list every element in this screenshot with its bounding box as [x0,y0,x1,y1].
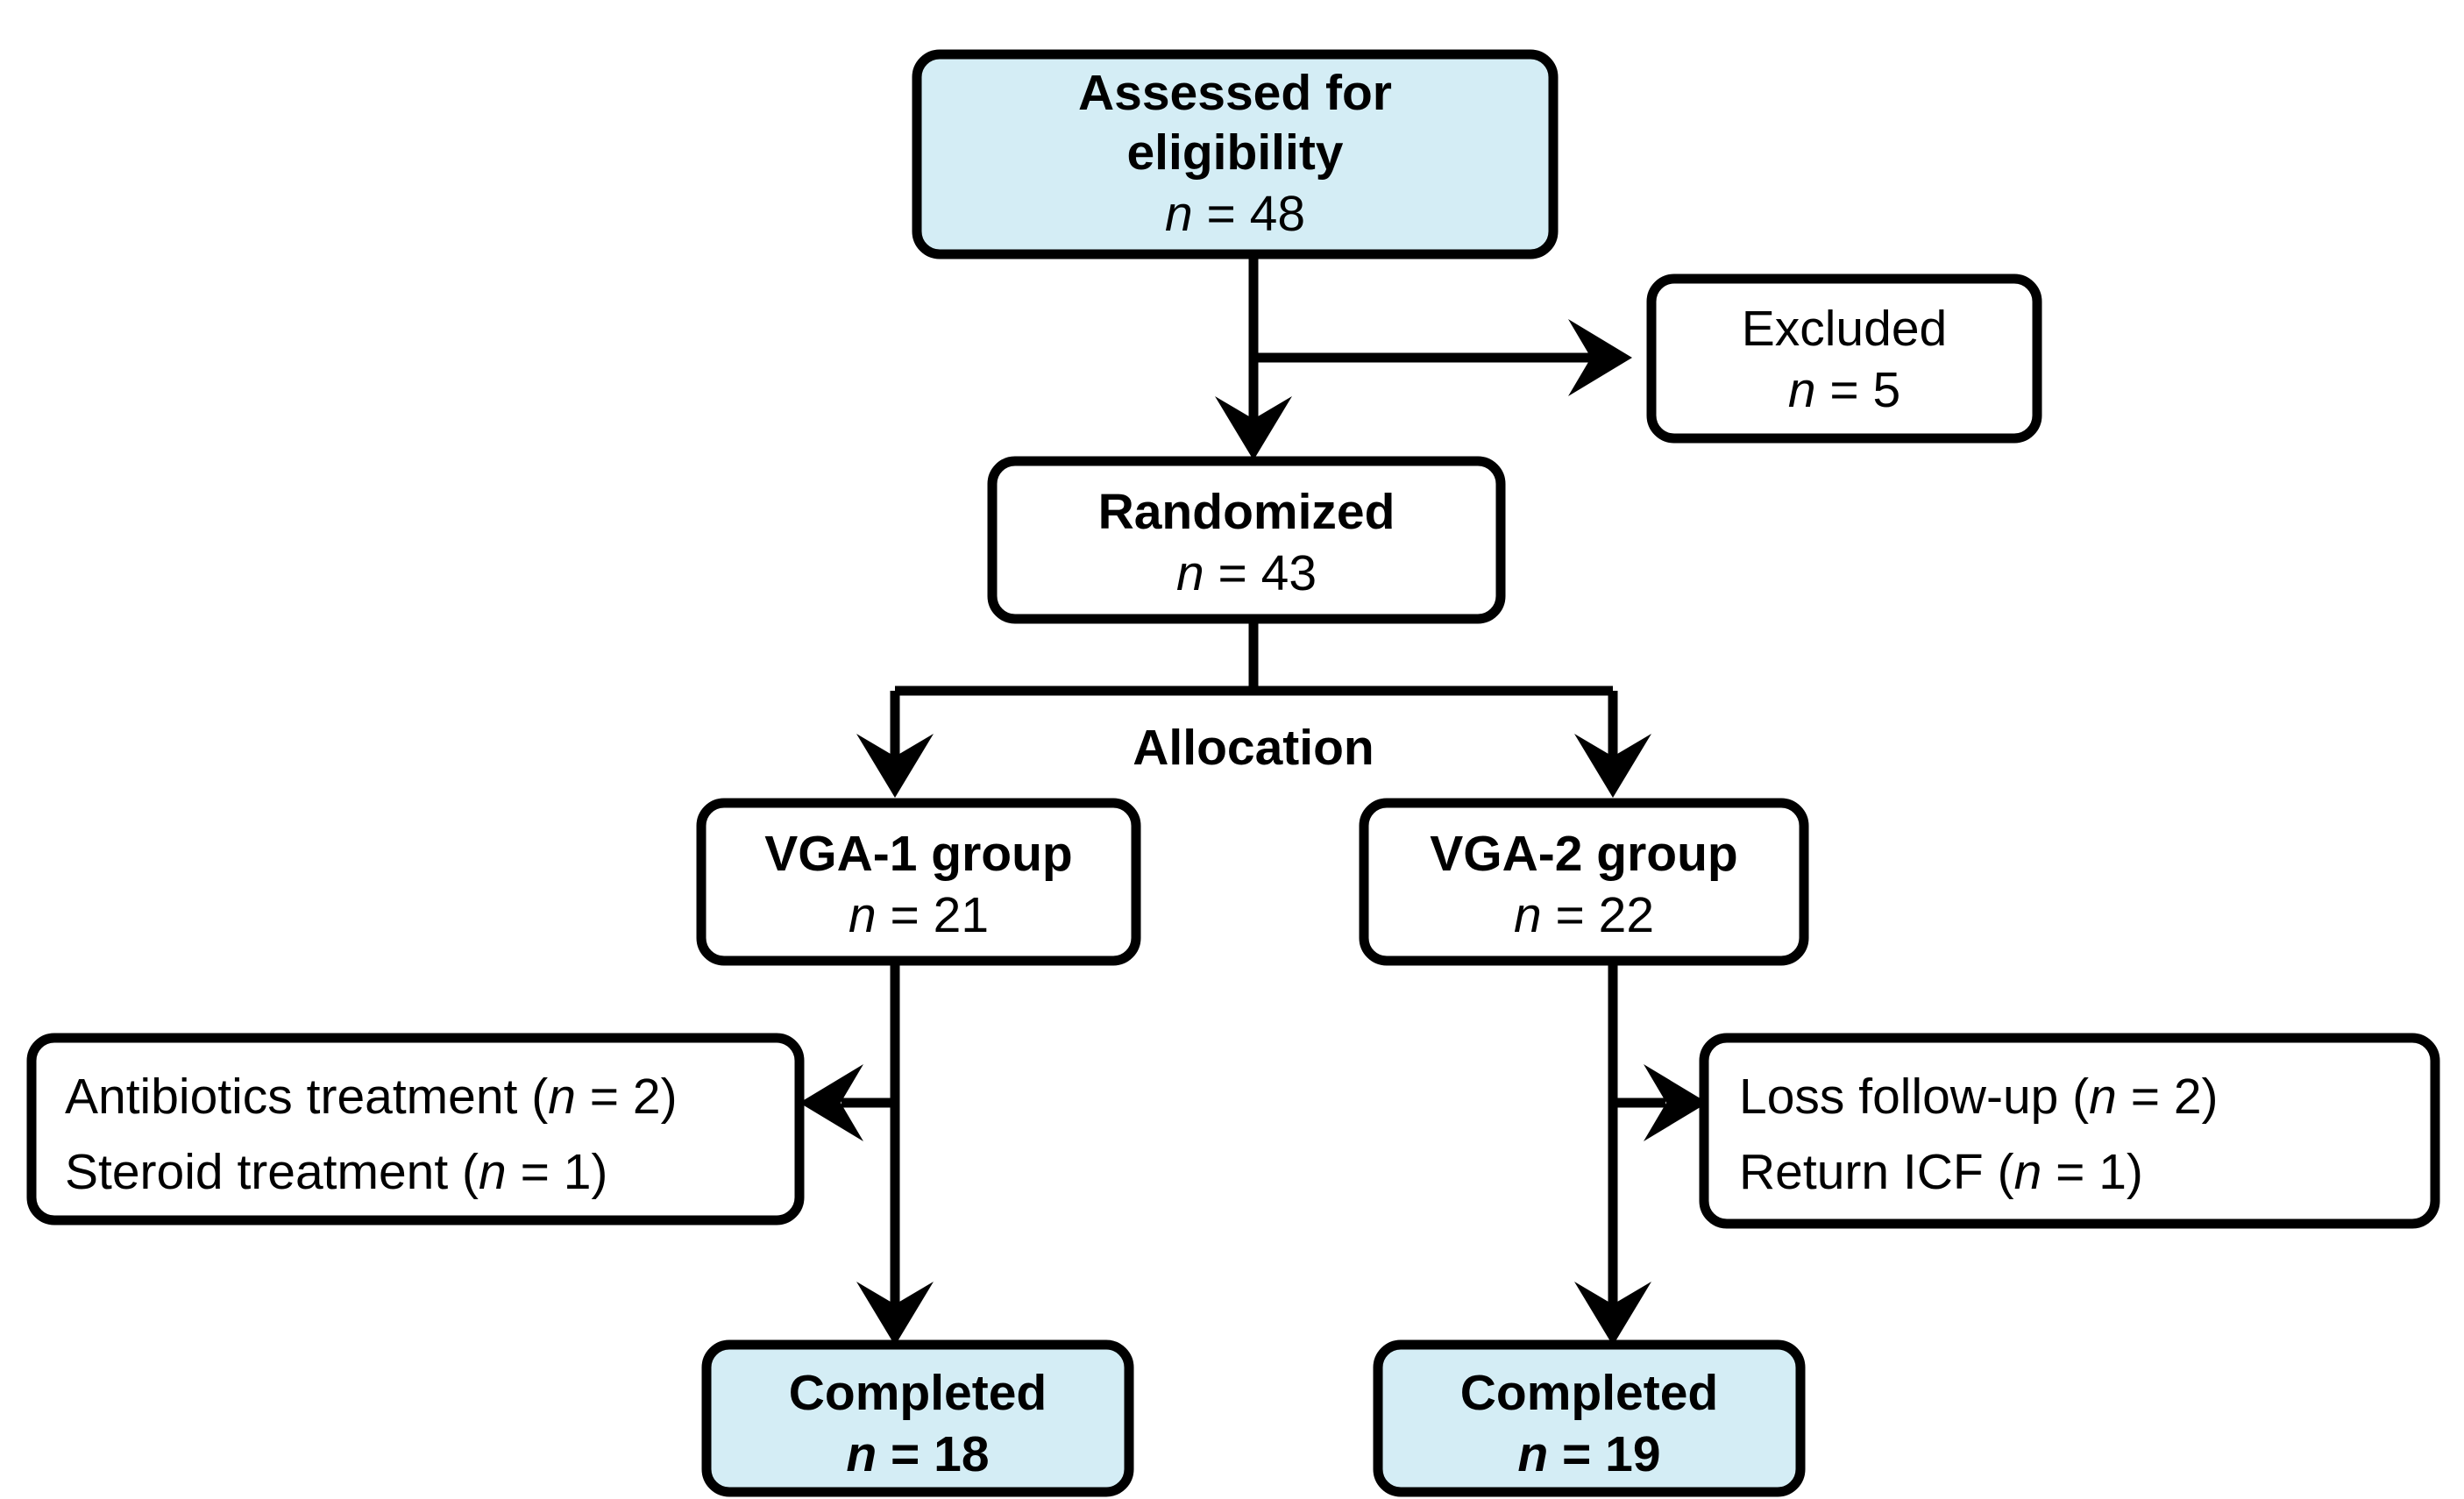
dropout-right-row2-text: Return ICF ( [1739,1144,2014,1200]
arrowhead-randomized-in [1215,396,1292,460]
arrowhead-vga1-in [856,734,934,798]
completed-left-n-italic: n [846,1426,877,1482]
node-vga-2-group [1359,798,1809,966]
completed-right-line1: Completed [1460,1365,1719,1421]
dropout-right-row2-tail: = 1) [2041,1144,2143,1200]
excluded-n-value: = 5 [1816,362,1901,418]
completed-left-count: n = 18 [846,1426,989,1482]
dropout-left-row1-tail: = 2) [576,1069,678,1125]
dropout-right-row1-text: Loss follow-up ( [1739,1069,2089,1125]
dropout-right-row2-n: n [2014,1144,2042,1200]
node-randomized [987,456,1506,624]
dropout-left-row1-text: Antibiotics treatment ( [65,1069,548,1125]
dropout-left-row1-n: n [548,1069,576,1125]
node-completed-left [701,1339,1134,1497]
excluded-count: n = 5 [1788,362,1900,418]
dropout-left-row2-n: n [479,1144,507,1200]
node-dropout-left [26,1033,805,1225]
dropout-left-row2-text: Steroid treatment ( [65,1144,479,1200]
section-label-allocation: Allocation [1133,720,1374,776]
assessed-line1: Assessed for [1078,65,1392,121]
completed-left-line1: Completed [789,1365,1047,1421]
completed-right-count: n = 19 [1517,1426,1660,1482]
arrowhead-dropout-left-in [799,1064,863,1141]
completed-right-n-value: = 19 [1548,1426,1660,1482]
assessed-n-value: = 48 [1193,186,1305,242]
node-completed-right [1373,1339,1806,1497]
node-excluded [1646,274,2042,444]
assessed-n-italic: n [1165,186,1193,242]
excluded-line1: Excluded [1742,301,1948,357]
excluded-n-italic: n [1788,362,1816,418]
assessed-line2: eligibility [1126,124,1343,181]
randomized-n-italic: n [1176,545,1204,601]
node-dropout-right [1699,1033,2440,1229]
node-vga-1-group [696,798,1141,966]
completed-left-n-value: = 18 [877,1426,989,1482]
arrowhead-completed-left-in [856,1282,934,1346]
arrowhead-completed-right-in [1574,1282,1651,1346]
vga2-n-value: = 22 [1542,887,1654,943]
node-assessed-for-eligibility [912,49,1559,259]
arrowhead-vga2-in [1574,734,1651,798]
completed-right-n-italic: n [1517,1426,1548,1482]
vga1-count: n = 21 [849,887,989,943]
vga2-n-italic: n [1514,887,1542,943]
vga2-line1: VGA-2 group [1430,826,1738,882]
dropout-right-row1-n: n [2089,1069,2117,1125]
vga1-line1: VGA-1 group [764,826,1073,882]
arrowhead-excluded-in [1568,319,1632,396]
dropout-right-row1-tail: = 2) [2117,1069,2219,1125]
arrowhead-dropout-right-in [1644,1064,1708,1141]
randomized-count: n = 43 [1176,545,1317,601]
dropout-left-row2-tail: = 1) [507,1144,608,1200]
randomized-n-value: = 43 [1204,545,1317,601]
dropout-right-row1: Loss follow-up (n = 2) [1739,1069,2219,1125]
randomized-line1: Randomized [1098,484,1395,540]
vga2-count: n = 22 [1514,887,1654,943]
vga1-n-italic: n [849,887,877,943]
dropout-right-row2: Return ICF (n = 1) [1739,1144,2143,1200]
assessed-count: n = 48 [1165,186,1305,242]
dropout-left-row1: Antibiotics treatment (n = 2) [65,1069,678,1125]
vga1-n-value: = 21 [877,887,989,943]
dropout-left-row2: Steroid treatment (n = 1) [65,1144,607,1200]
